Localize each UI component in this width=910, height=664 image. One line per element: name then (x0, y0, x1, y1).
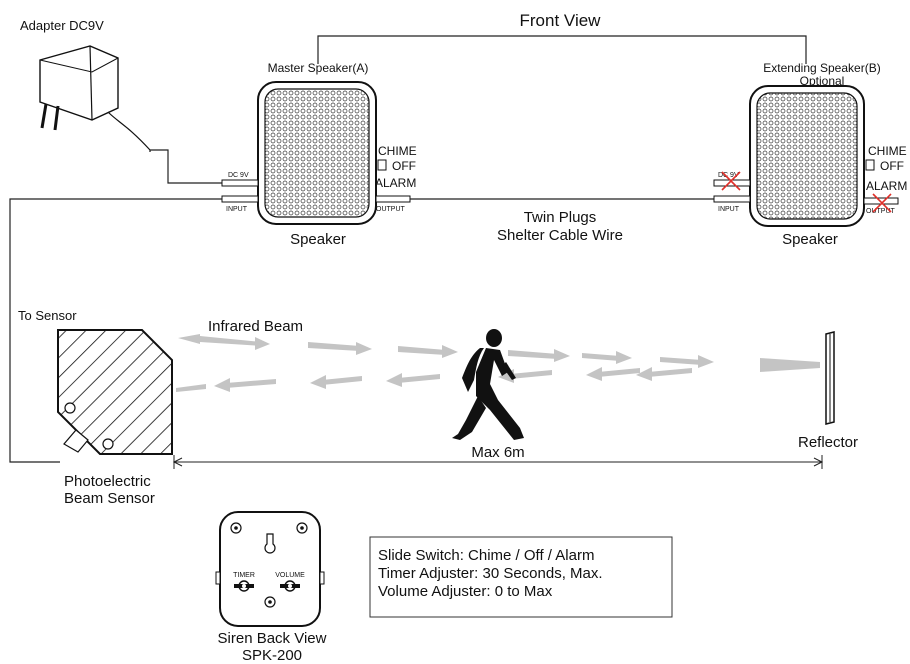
master-speaker (257, 81, 377, 225)
extending-output-label: OUTPUT (866, 208, 896, 215)
master-input-jack (221, 195, 259, 203)
distance-dimension (172, 455, 824, 469)
adapter-label: Adapter DC9V (20, 18, 104, 33)
note-slide-switch: Slide Switch: Chime / Off / Alarm (378, 547, 594, 564)
extending-speaker-optional: Optional (800, 74, 845, 88)
extending-alarm-label: ALARM (866, 179, 907, 193)
master-off-label: OFF (392, 159, 416, 173)
note-timer-adjuster: Timer Adjuster: 30 Seconds, Max. (378, 565, 603, 582)
volume-label: VOLUME (275, 572, 305, 579)
cable-label-line1: Twin Plugs (524, 209, 597, 226)
output-not-used-cross-icon (872, 193, 892, 213)
sensor-name-line1: Photoelectric (64, 473, 151, 490)
keyhole-icon (264, 533, 276, 554)
volume-knob-icon (280, 580, 300, 592)
master-dc-jack (221, 179, 259, 187)
extending-chime-label: CHIME (868, 144, 907, 158)
reflector (825, 331, 835, 425)
extending-input-jack (713, 195, 751, 203)
extending-input-label: INPUT (718, 206, 740, 213)
front-view-title: Front View (520, 11, 602, 30)
timer-knob-icon (234, 580, 254, 592)
master-slide-switch (377, 159, 387, 171)
master-chime-label: CHIME (378, 144, 417, 158)
adapter-cable (150, 149, 222, 184)
infrared-beam-return (176, 367, 692, 392)
master-alarm-label: ALARM (375, 176, 416, 190)
master-speaker-heading: Master Speaker(A) (268, 61, 369, 75)
to-sensor-label: To Sensor (18, 308, 77, 323)
screw-icon (296, 522, 308, 534)
cable-label-line2: Shelter Cable Wire (497, 227, 623, 244)
master-output-jack (375, 195, 411, 203)
sensor-name-line2: Beam Sensor (64, 490, 155, 507)
siren-back-view (215, 511, 325, 627)
walking-person-icon (452, 329, 524, 440)
master-input-label: INPUT (226, 206, 248, 213)
siren-caption-line1: Siren Back View (218, 630, 327, 647)
photoelectric-sensor (57, 329, 173, 455)
master-speaker-name: Speaker (290, 231, 346, 248)
dc-not-used-cross-icon (721, 171, 741, 191)
extending-speaker (749, 85, 865, 227)
reflector-label: Reflector (798, 434, 858, 451)
infrared-beam-outgoing (178, 334, 820, 372)
sensor-cable (9, 198, 222, 463)
screw-icon (230, 522, 242, 534)
timer-label: TIMER (233, 572, 255, 579)
max-distance-label: Max 6m (471, 444, 524, 461)
note-volume-adjuster: Volume Adjuster: 0 to Max (378, 583, 553, 600)
master-dc-label: DC 9V (228, 172, 249, 179)
siren-caption-line2: SPK-200 (242, 647, 302, 664)
master-output-label: OUTPUT (376, 206, 406, 213)
extending-speaker-name: Speaker (782, 231, 838, 248)
power-adapter-icon (39, 45, 151, 152)
extending-speaker-heading: Extending Speaker(B) (763, 61, 880, 75)
notes-box (369, 536, 673, 618)
screw-icon (264, 596, 276, 608)
extending-dc-label: DC 9V (718, 172, 739, 179)
infrared-beam-label: Infrared Beam (208, 318, 303, 335)
extending-slide-switch (865, 159, 875, 171)
extending-off-label: OFF (880, 159, 904, 173)
front-view-bracket (317, 35, 807, 64)
